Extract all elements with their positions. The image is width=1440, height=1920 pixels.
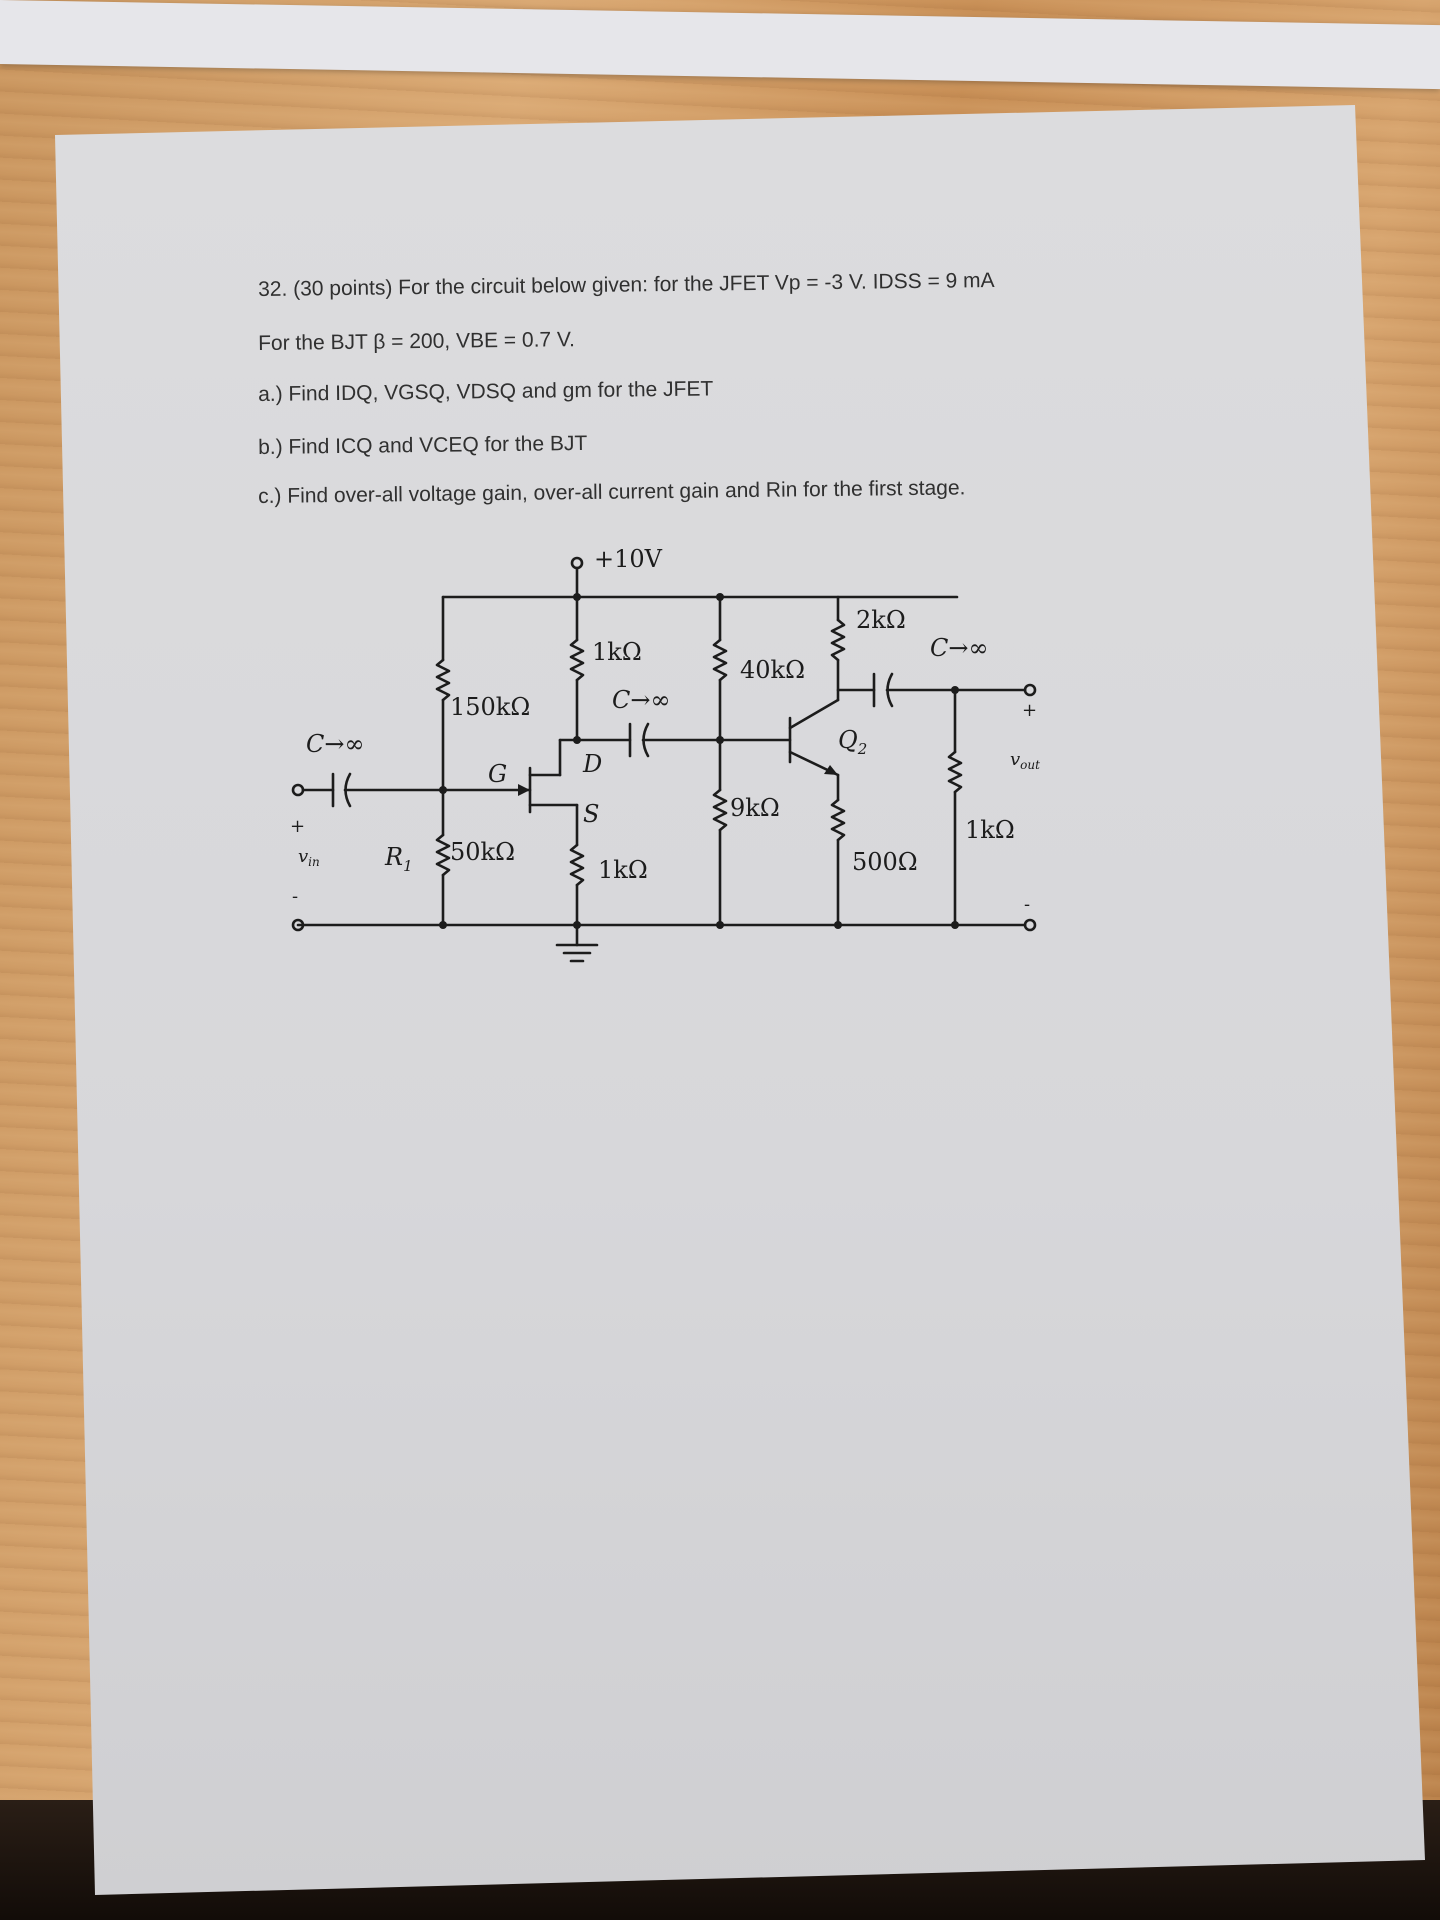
resistor-source-label: 1kΩ xyxy=(598,856,648,884)
bjt-collector-lead xyxy=(788,698,840,730)
input-ground-terminal xyxy=(291,918,305,932)
supply-terminal xyxy=(570,556,584,570)
resistor-9k-label: 9kΩ xyxy=(730,794,780,822)
supply-label: +10V xyxy=(594,545,663,573)
resistor-2k xyxy=(830,618,846,662)
node-dot xyxy=(951,686,959,694)
r1-label: R1 xyxy=(384,843,413,875)
resistor-source xyxy=(569,843,585,887)
resistor-drain-label: 1kΩ xyxy=(592,638,642,666)
resistor-500-label: 500Ω xyxy=(852,848,918,876)
paper-sheet xyxy=(55,105,1425,1895)
cap-out-label: C→∞ xyxy=(930,634,988,662)
vin-minus: - xyxy=(292,886,298,907)
resistor-9k xyxy=(712,788,728,832)
transistor-label: Q2 xyxy=(838,726,867,758)
gate-label: G xyxy=(488,760,507,788)
resistor-150k-label: 150kΩ xyxy=(450,693,530,721)
resistor-load-label: 1kΩ xyxy=(965,816,1015,844)
vout-plus: + xyxy=(1022,700,1037,721)
node-dot xyxy=(439,921,447,929)
node-dot xyxy=(834,921,842,929)
node-dot xyxy=(573,593,581,601)
resistor-40k-label: 40kΩ xyxy=(740,656,805,684)
node-dot xyxy=(716,921,724,929)
resistor-50k xyxy=(435,833,451,877)
drain-label: D xyxy=(582,750,602,778)
source-label: S xyxy=(583,800,599,828)
output-ground-terminal xyxy=(1023,918,1037,932)
vin-plus: + xyxy=(290,816,305,837)
node-dot xyxy=(716,736,724,744)
output-terminal xyxy=(1023,683,1037,697)
node-dot xyxy=(573,736,581,744)
resistor-150k xyxy=(435,658,451,702)
resistor-40k xyxy=(712,638,728,682)
cap-in-label: C→∞ xyxy=(306,730,364,758)
resistor-500 xyxy=(830,798,846,842)
vout-label: vout xyxy=(1010,749,1040,772)
vin-label: vin xyxy=(298,846,320,869)
input-terminal xyxy=(291,783,305,797)
node-dot xyxy=(951,921,959,929)
resistor-2k-label: 2kΩ xyxy=(856,606,906,634)
node-dot xyxy=(439,786,447,794)
vout-minus: - xyxy=(1024,894,1030,915)
resistor-load xyxy=(947,750,963,794)
node-dot xyxy=(573,921,581,929)
cap-mid-label: C→∞ xyxy=(612,686,670,714)
resistor-drain xyxy=(569,638,585,682)
bjt-emitter-arrow xyxy=(824,765,838,775)
resistor-50k-label: 50kΩ xyxy=(450,838,515,866)
jfet-gate-arrow xyxy=(518,784,530,796)
node-dot xyxy=(716,593,724,601)
